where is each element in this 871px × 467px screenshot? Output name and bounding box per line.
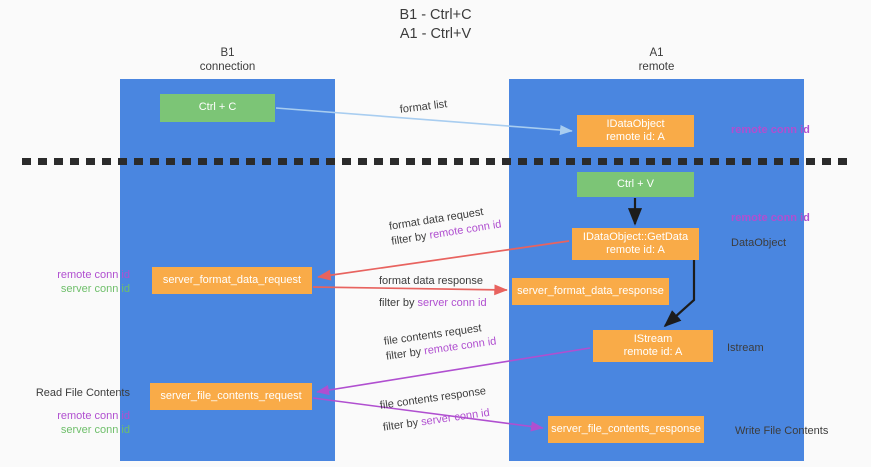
node-istream-sub: remote id: A <box>623 346 683 358</box>
node-ctrl-v-label: Ctrl + V <box>617 177 654 190</box>
edge-file-contents-request <box>316 347 591 396</box>
node-idataobject-sub: remote id: A <box>606 131 665 143</box>
node-server-format-data-request[interactable]: server_format_data_request <box>152 267 312 294</box>
legend-right-istream: Istream <box>727 342 764 354</box>
edge-label-format-data-response-line1: format data response <box>379 275 483 287</box>
legend-read-file-contents: Read File Contents <box>35 387 130 399</box>
node-server-format-data-response[interactable]: server_format_data_response <box>512 278 669 305</box>
legend-left-bottom: Read File Contents remote conn id server… <box>18 386 130 437</box>
title-line-2: A1 - Ctrl+V <box>399 26 472 42</box>
lane-header-b1-name: B1 <box>220 47 235 59</box>
node-server-file-contents-response-label: server_file_contents_response <box>551 422 701 435</box>
node-idataobject-getdata[interactable]: IDataObject::GetData remote id: A <box>572 228 699 260</box>
node-server-format-data-response-label: server_format_data_response <box>517 284 664 297</box>
node-idataobject-getdata-label: IDataObject::GetData <box>582 230 689 243</box>
lane-header-b1-subtitle: connection <box>199 60 256 73</box>
edge-format-data-request <box>317 240 570 281</box>
legend-left-top: remote conn id server conn id <box>20 268 130 296</box>
filter-highlight-server-conn-id: server conn id <box>417 297 487 309</box>
node-istream-label: IStream <box>633 332 673 345</box>
node-server-file-contents-request[interactable]: server_file_contents_request <box>150 383 312 410</box>
node-ctrl-c[interactable]: Ctrl + C <box>160 94 275 122</box>
node-server-file-contents-request-label: server_file_contents_request <box>160 389 302 402</box>
page-title: B1 - Ctrl+C A1 - Ctrl+V <box>0 6 871 44</box>
edge-label-format-data-response-line2: filter by server conn id <box>379 296 487 310</box>
node-istream[interactable]: IStream remote id: A <box>593 330 713 362</box>
lane-header-a1-name: A1 <box>649 47 664 59</box>
legend-right-dataobject: DataObject <box>731 237 787 249</box>
legend-right-write-file-contents: Write File Contents <box>735 425 829 437</box>
edge-format-list <box>275 107 573 136</box>
edge-label-format-data-response: format data response filter by server co… <box>379 274 487 310</box>
node-server-format-data-request-label: server_format_data_request <box>162 273 302 286</box>
legend-right-remote-conn-id-top: remote conn id <box>731 124 810 136</box>
legend-right-remote-conn-id-mid: remote conn id <box>731 212 810 224</box>
legend-left-bottom-remote-conn-id: remote conn id <box>57 410 130 422</box>
node-ctrl-v[interactable]: Ctrl + V <box>577 172 694 197</box>
title-line-1: B1 - Ctrl+C <box>399 7 472 23</box>
node-ctrl-c-label: Ctrl + C <box>198 101 237 114</box>
legend-left-top-remote-conn-id: remote conn id <box>57 269 130 281</box>
filter-prefix: filter by <box>379 297 418 309</box>
legend-left-bottom-server-conn-id: server conn id <box>60 424 130 436</box>
legend-left-top-server-conn-id: server conn id <box>60 283 130 295</box>
node-idataobject-label: IDataObject <box>606 117 665 130</box>
edge-format-data-response <box>312 284 508 296</box>
node-idataobject-getdata-sub: remote id: A <box>606 244 665 256</box>
node-idataobject[interactable]: IDataObject remote id: A <box>577 115 694 147</box>
node-server-file-contents-response[interactable]: server_file_contents_response <box>548 416 704 443</box>
edge-file-contents-response <box>312 397 544 432</box>
lane-header-a1: A1 remote <box>509 47 804 74</box>
lane-header-b1: B1 connection <box>120 47 335 74</box>
edge-getdata-to-istream <box>663 260 696 328</box>
lane-header-a1-subtitle: remote <box>638 60 675 73</box>
